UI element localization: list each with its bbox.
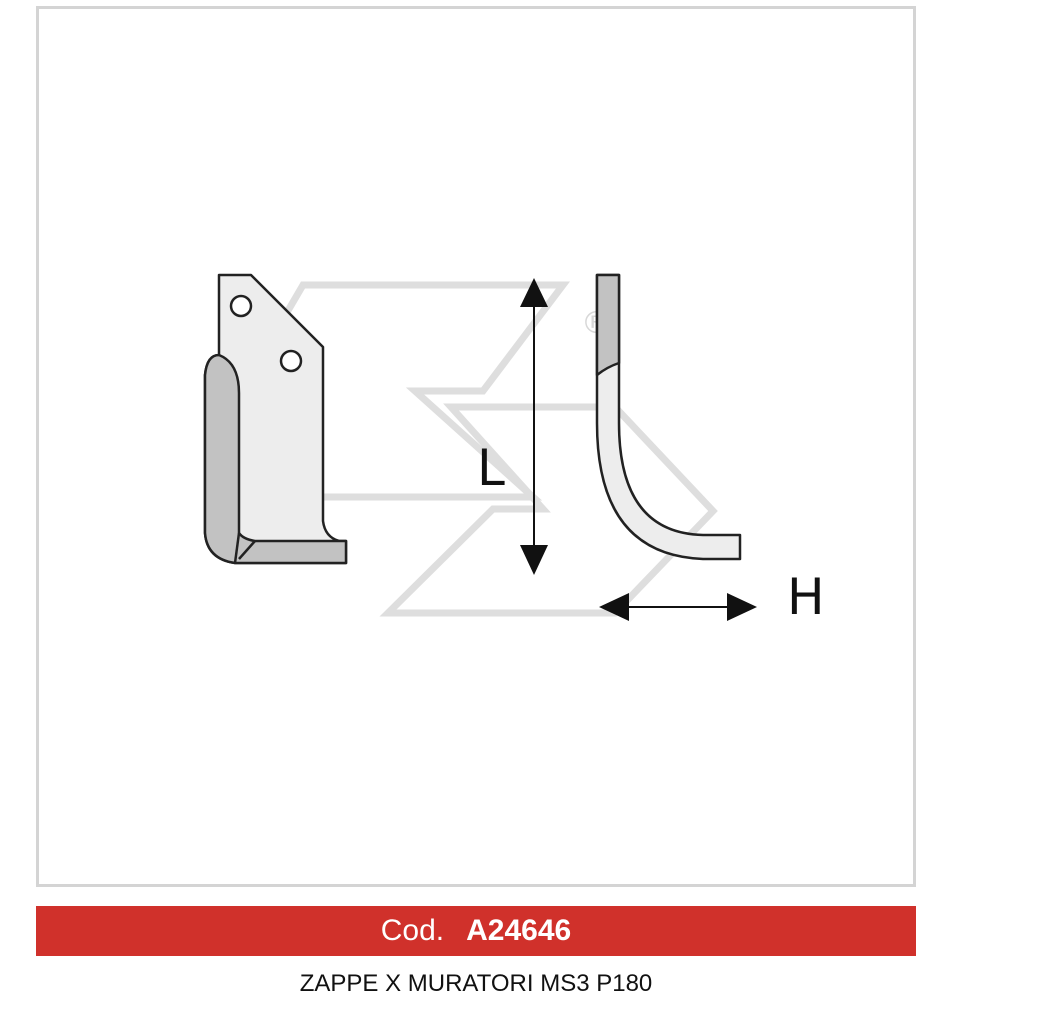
- product-image-frame: ® L H: [36, 6, 916, 887]
- arrow-up-icon: [520, 278, 548, 307]
- arrow-left-icon: [599, 593, 629, 621]
- length-label: L: [477, 439, 505, 497]
- arrow-right-icon: [727, 593, 757, 621]
- tiller-blade-drawing: ® L H: [203, 273, 825, 626]
- code-prefix: Cod.: [380, 914, 445, 947]
- mounting-hole-bottom: [279, 349, 303, 373]
- height-label: H: [787, 568, 825, 626]
- length-dimension: L: [477, 278, 548, 575]
- product-code: A24646: [466, 914, 572, 947]
- blade-side-shank: [595, 273, 621, 377]
- blade-front-cutting-edge: [203, 353, 348, 565]
- product-name: ZAPPE X MURATORI MS3 P180: [299, 970, 653, 997]
- product-code-bar: Cod. A24646: [36, 906, 916, 956]
- blade-front-view: [203, 273, 348, 565]
- arrow-down-icon: [520, 545, 548, 575]
- mounting-hole-top: [229, 294, 253, 318]
- height-dimension: H: [599, 568, 825, 626]
- blade-side-view: [595, 273, 742, 561]
